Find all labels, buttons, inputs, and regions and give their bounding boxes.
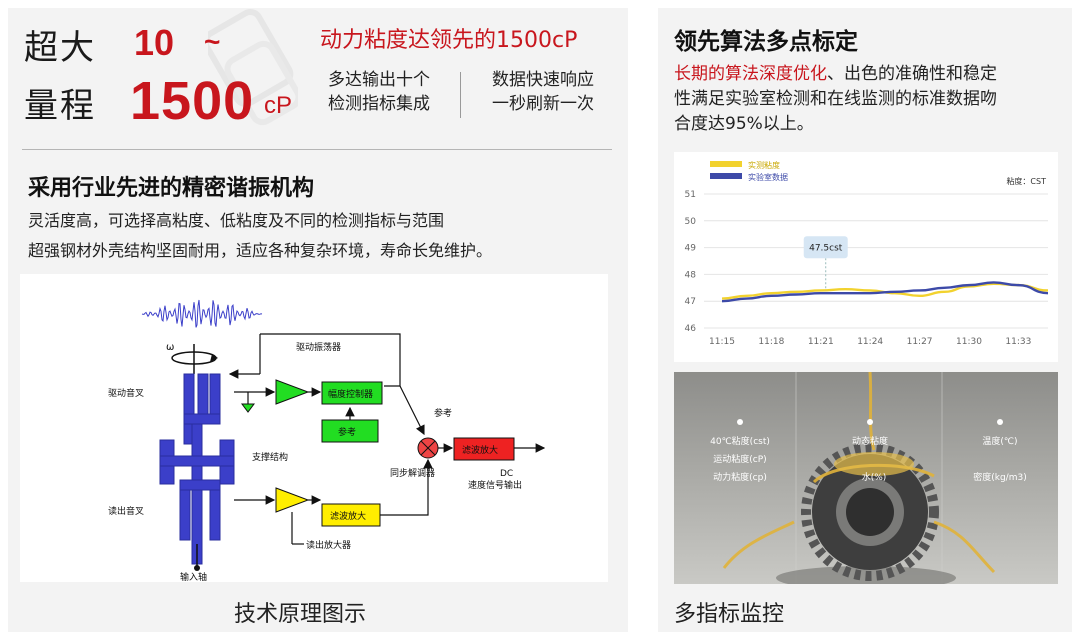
y-tick-label: 48 <box>685 270 697 280</box>
x-tick-label: 11:33 <box>1005 337 1031 347</box>
range-unit: cP <box>264 92 293 119</box>
sensor-dot-icon-2 <box>867 419 873 425</box>
readout-amplifier-icon <box>275 487 310 513</box>
photo-col1-line2: 运动粘度(cP) <box>713 453 766 465</box>
photo-col1-line3: 动力粘度(cp) <box>713 471 767 483</box>
filter-amp-top-label: 滤波放大 <box>462 444 498 456</box>
right-body-highlight: 长期的算法深度优化 <box>674 64 827 84</box>
gear-oil-illustration: 40℃粘度(cst) 运动粘度(cP) 动力粘度(cp) 动态粘度 水(%) 温… <box>710 372 1027 584</box>
support-structure-label: 支撑结构 <box>252 451 288 463</box>
legend-swatch <box>710 161 742 167</box>
right-body-line1-rest: 、出色的准确性和稳定 <box>827 64 997 84</box>
chart-tooltip: 47.5cst <box>803 236 848 291</box>
feature-divider <box>460 72 461 118</box>
feature-outputs-line1: 多达输出十个 <box>328 70 430 90</box>
x-tick-label: 11:15 <box>709 337 735 347</box>
y-tick-label: 51 <box>685 190 696 200</box>
input-shaft-label: 输入轴 <box>180 571 207 582</box>
right-panel: 领先算法多点标定 长期的算法深度优化、出色的准确性和稳定 性满足实验室检测和在线… <box>658 8 1072 632</box>
y-tick-label: 47 <box>685 297 696 307</box>
x-tick-label: 11:18 <box>758 337 784 347</box>
viscosity-chart: 46 47 48 49 50 51 11:15 11:18 11:21 11:24 11:27 11… <box>674 152 1058 362</box>
viscosity-chart-svg: 46 47 48 49 50 51 11:15 11:18 11:21 11:24 11:27 11… <box>685 160 1049 347</box>
drive-oscillator-label: 驱动振荡器 <box>296 341 341 353</box>
reference-label: 参考 <box>434 407 452 419</box>
y-tick-label: 50 <box>685 217 697 227</box>
photo-col3-line2: 密度(kg/m3) <box>973 471 1026 483</box>
readout-fork-label: 读出音叉 <box>108 505 144 517</box>
drive-fork-label: 驱动音叉 <box>108 387 144 399</box>
watermark-logo-icon <box>208 9 298 126</box>
series-line-2 <box>721 281 1049 303</box>
legend-label: 实验室数据 <box>748 172 788 182</box>
chart-tooltip-label: 47.5cst <box>809 243 843 253</box>
sync-demodulator-label: 同步解调器 <box>390 467 435 479</box>
feature-outputs-line2: 检测指标集成 <box>328 94 430 114</box>
range-separator: ~ <box>204 26 221 57</box>
y-tick-label: 46 <box>685 324 697 334</box>
ground-icon <box>241 403 255 413</box>
photo-col1-line1: 40℃粘度(cst) <box>710 435 770 447</box>
readout-amplifier-label: 读出放大器 <box>306 539 351 551</box>
feature-refresh-line2: 一秒刷新一次 <box>492 94 594 114</box>
spec-label-line1: 超大 <box>24 28 96 68</box>
drive-amplifier-icon <box>275 379 310 405</box>
dc-label: DC <box>500 469 513 479</box>
section-divider <box>22 149 612 150</box>
photo-col3-line1: 温度(℃) <box>982 435 1017 447</box>
headline-viscosity: 动力粘度达领先的1500cP <box>320 28 578 53</box>
left-caption: 技术原理图示 <box>234 602 367 627</box>
spec-label-line2: 量程 <box>24 86 96 126</box>
filter-amp-top-box <box>453 437 515 461</box>
range-from: 10 <box>134 22 175 63</box>
left-panel: 超大 量程 10 ~ 1500 cP 动力粘度达领先的1500cP 多达输出十个… <box>8 8 628 632</box>
section-title: 采用行业先进的精密谐振机构 <box>28 176 315 201</box>
section-body-line1: 灵活度高，可选择高粘度、低粘度及不同的检测指标与范围 <box>28 211 445 230</box>
amplitude-controller-box <box>321 381 383 405</box>
filter-amp-bottom-label: 滤波放大 <box>330 510 366 522</box>
legend-swatch <box>710 173 742 179</box>
right-caption: 多指标监控 <box>674 602 785 627</box>
photo-col2-line2: 水(%) <box>862 471 887 483</box>
range-to: 1500 <box>130 71 255 131</box>
x-tick-label: 11:30 <box>956 337 982 347</box>
right-body-line1: 长期的算法深度优化、出色的准确性和稳定 <box>674 62 997 87</box>
rotation-arrow-icon <box>171 344 218 374</box>
legend-label: 实测粘度 <box>748 160 780 170</box>
amplitude-controller-label: 幅度控制器 <box>328 388 373 400</box>
sensor-dot-icon-3 <box>997 419 1003 425</box>
vibration-waveform-icon <box>141 299 263 328</box>
right-title: 领先算法多点标定 <box>674 29 858 55</box>
right-body-line2: 性满足实验室检测和在线监测的标准数据吻 <box>674 89 997 109</box>
right-body-line3: 合度达95%以上。 <box>674 114 814 134</box>
feature-refresh: 数据快速响应 一秒刷新一次 <box>478 68 608 116</box>
y-tick-label: 49 <box>685 244 697 254</box>
feature-refresh-line1: 数据快速响应 <box>492 70 594 90</box>
x-tick-label: 11:27 <box>907 337 933 347</box>
tuning-fork-icon <box>159 373 235 565</box>
right-body: 长期的算法深度优化、出色的准确性和稳定 性满足实验室检测和在线监测的标准数据吻 … <box>674 62 997 137</box>
sensor-dot-icon-1 <box>737 419 743 425</box>
chart-unit-label: 粘度：CST <box>1006 176 1046 186</box>
principle-diagram: ω 驱动音叉 支撑结构 读出音叉 输入轴 驱动振荡器 <box>20 274 608 583</box>
x-tick-label: 11:24 <box>857 337 883 347</box>
speed-output-label: 速度信号输出 <box>468 479 522 491</box>
section-body-line2: 超强钢材外壳结构坚固耐用，适应各种复杂环境，寿命长免维护。 <box>28 241 493 260</box>
gear-icon <box>801 443 939 581</box>
reference-box-label: 参考 <box>338 426 356 438</box>
photo-col2-line1: 动态粘度 <box>852 435 888 447</box>
x-tick-label: 11:21 <box>808 337 834 347</box>
gear-oil-photo: 40℃粘度(cst) 运动粘度(cP) 动力粘度(cp) 动态粘度 水(%) 温… <box>674 372 1058 584</box>
principle-diagram-svg: ω 驱动音叉 支撑结构 读出音叉 输入轴 驱动振荡器 <box>108 299 546 583</box>
feature-outputs: 多达输出十个 检测指标集成 <box>314 68 444 116</box>
omega-label: ω <box>166 342 174 353</box>
